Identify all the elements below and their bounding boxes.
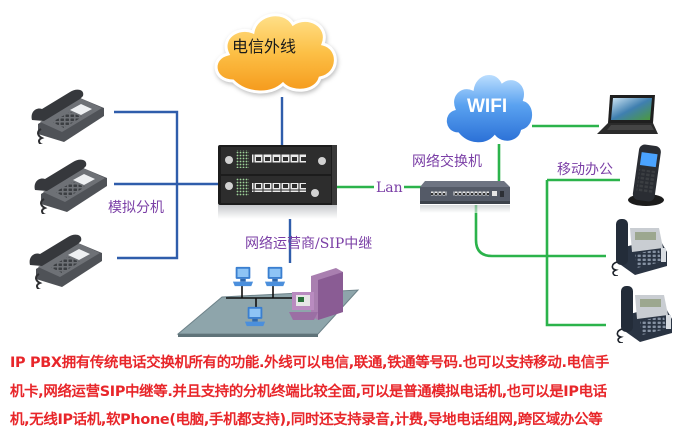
analog-phone-icon [30, 88, 105, 144]
pbx-led-grid [236, 150, 249, 168]
computer-icon [232, 266, 254, 287]
wifi-cloud-icon [445, 72, 534, 145]
pbx-rack-ear [332, 145, 337, 205]
pbx-knob-icon [225, 182, 233, 190]
pbx-port-row [252, 154, 306, 163]
ip-phone-icon [616, 285, 672, 343]
server-icon [289, 268, 343, 320]
wifi-cloud [445, 72, 534, 145]
switch-power-port [500, 191, 504, 197]
analog-phone-icon [28, 233, 103, 289]
switch-uplink-port [492, 191, 497, 196]
laptop-icon [597, 95, 658, 134]
pbx-knob-icon [311, 189, 319, 197]
lan-bus-line [226, 286, 296, 310]
wifi-label: WIFI [467, 96, 507, 117]
switch-reflection [420, 205, 510, 213]
description-line: 机,无线IP话机,软Phone(电脑,手机都支持),同时还支持录音,计费,导地电… [10, 412, 603, 428]
analog-phone-icon [33, 158, 108, 214]
pstn-cloud-label: 电信外线 [232, 37, 296, 56]
pbx-knob-icon [318, 157, 326, 165]
cordless-phone-icon [628, 144, 664, 206]
pbx-port-row [252, 183, 306, 192]
computer-icon [264, 266, 286, 287]
description-text: IP PBX拥有传统电话交换机所有的功能.外线可以电信,联通,铁通等号码.也可以… [10, 349, 700, 435]
switch-port-row [453, 191, 489, 196]
mobile-office-bracket-line [545, 180, 606, 327]
carrier-network-illustration [176, 266, 360, 337]
pbx-knob-icon [225, 156, 233, 164]
mobile-office-label: 移动办公 [557, 162, 613, 178]
computer-icon [244, 306, 266, 327]
network-platform-edge [178, 334, 318, 337]
analog-extensions-label: 模拟分机 [108, 200, 164, 216]
description-line: 机卡,网络运营SIP中继等.并且支持的分机终端比较全面,可以是普通模拟电话机,也… [10, 383, 607, 400]
ip-pbx-device [218, 145, 337, 219]
cloud-icon [214, 13, 337, 94]
switch-top-face [420, 181, 510, 187]
switch-bottom-edge [420, 201, 510, 204]
switch-to-ip-phone-line [474, 205, 606, 258]
carrier-sip-trunk-label: 网络运营商/SIP中继 [245, 236, 372, 252]
pstn-cloud: 电信外线 [214, 13, 337, 94]
pbx-reflection [218, 205, 337, 219]
ip-phone-icon [611, 218, 667, 276]
lan-label: Lan [376, 180, 403, 196]
description-line: IP PBX拥有传统电话交换机所有的功能.外线可以电信,联通,铁通等号码.也可以… [10, 355, 609, 371]
switch-port-row [431, 191, 447, 196]
pbx-led-grid [236, 178, 249, 196]
network-switch-device [420, 181, 510, 213]
network-switch-label: 网络交换机 [412, 153, 482, 170]
